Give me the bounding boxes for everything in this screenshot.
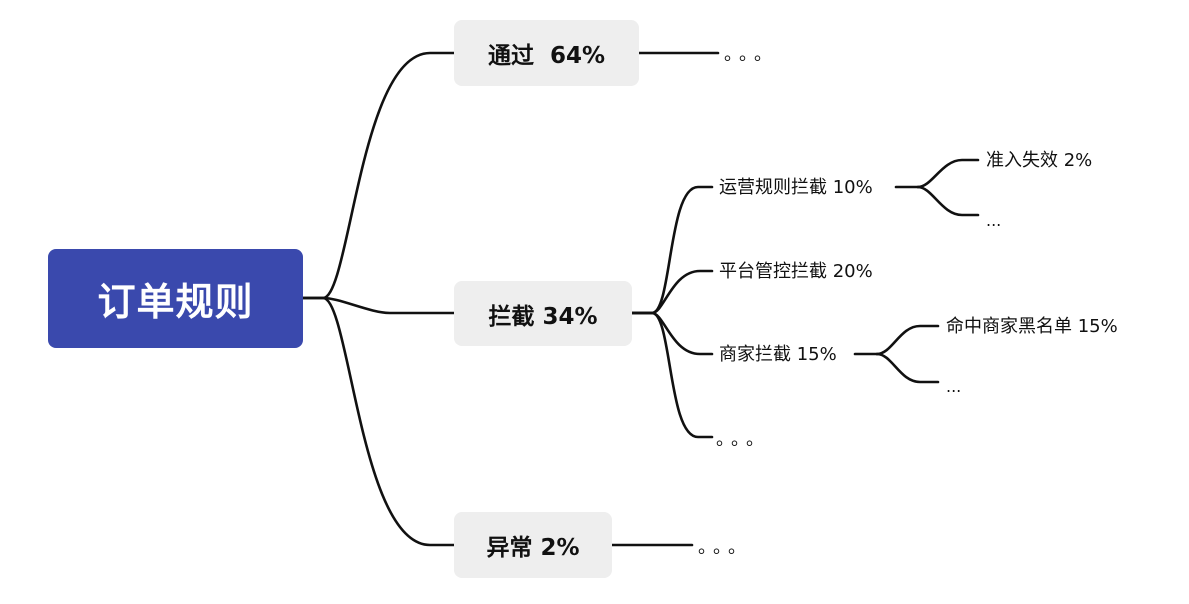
node-error-label: 异常 2% (486, 535, 580, 561)
node-ops-ellipsis: ... (986, 211, 1002, 230)
node-platform-control-block[interactable]: 平台管控拦截 20% (719, 261, 873, 282)
node-access-invalid[interactable]: 准入失效 2% (986, 150, 1093, 171)
edge-merchant-blacklist (875, 324, 940, 356)
edge-root-error (301, 296, 456, 547)
edge-block-merchant (630, 311, 714, 356)
root-node-label: 订单规则 (97, 280, 254, 324)
node-block-more: 。。。 (716, 429, 770, 450)
edge-merchant-ellipsis (875, 352, 940, 384)
node-error-more: 。。。 (698, 537, 752, 558)
node-block-label: 拦截 34% (488, 303, 598, 330)
node-pass-label: 通过 64% (487, 43, 606, 69)
node-pass[interactable]: 通过 64% (454, 20, 639, 86)
node-merchant-block[interactable]: 商家拦截 15% (719, 344, 837, 365)
root-node[interactable]: 订单规则 (48, 249, 303, 348)
edge-root-pass (301, 51, 456, 300)
node-block[interactable]: 拦截 34% (454, 281, 632, 346)
node-ops-rule-block[interactable]: 运营规则拦截 10% (719, 177, 873, 198)
edge-block-platform (630, 269, 714, 315)
edge-ops-invalid (916, 158, 980, 189)
node-merchant-blacklist[interactable]: 命中商家黑名单 15% (946, 316, 1118, 337)
node-error[interactable]: 异常 2% (454, 512, 612, 578)
node-merchant-ellipsis: ... (946, 377, 962, 396)
edge-ops-ellipsis (916, 185, 980, 217)
edge-block-more (630, 311, 714, 439)
node-pass-more: 。。。 (724, 44, 778, 65)
edge-block-ops (630, 185, 714, 315)
